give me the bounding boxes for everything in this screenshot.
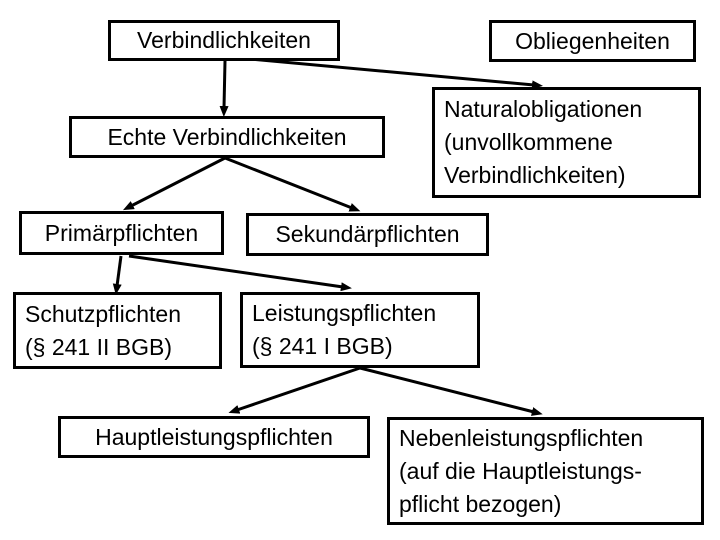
connector-line xyxy=(112,255,123,295)
node-obliegenheiten: Obliegenheiten xyxy=(489,20,696,62)
node-hauptleistungspflichten: Hauptleistungspflichten xyxy=(58,416,370,458)
connector-line xyxy=(128,254,352,292)
connector-line xyxy=(227,55,543,90)
connector-line xyxy=(122,156,226,211)
node-schutzpflichten: Schutzpflichten (§ 241 II BGB) xyxy=(13,292,222,369)
node-verbindlichkeiten: Verbindlichkeiten xyxy=(108,20,340,61)
node-sekundaerpflichten: Sekundärpflichten xyxy=(246,213,489,256)
node-echte-verbindlichkeiten: Echte Verbindlichkeiten xyxy=(69,116,385,158)
node-primaerpflichten: Primärpflichten xyxy=(19,211,224,255)
node-leistungspflichten: Leistungspflichten (§ 241 I BGB) xyxy=(240,292,480,368)
node-naturalobligationen: Naturalobligationen (unvollkommene Verbi… xyxy=(432,87,701,198)
connector-line xyxy=(219,60,229,117)
connector-line xyxy=(228,366,361,414)
node-nebenleistungspflichten: Nebenleistungspflichten (auf die Hauptle… xyxy=(387,417,704,525)
connector-line xyxy=(224,156,361,212)
connector-line xyxy=(359,366,543,416)
